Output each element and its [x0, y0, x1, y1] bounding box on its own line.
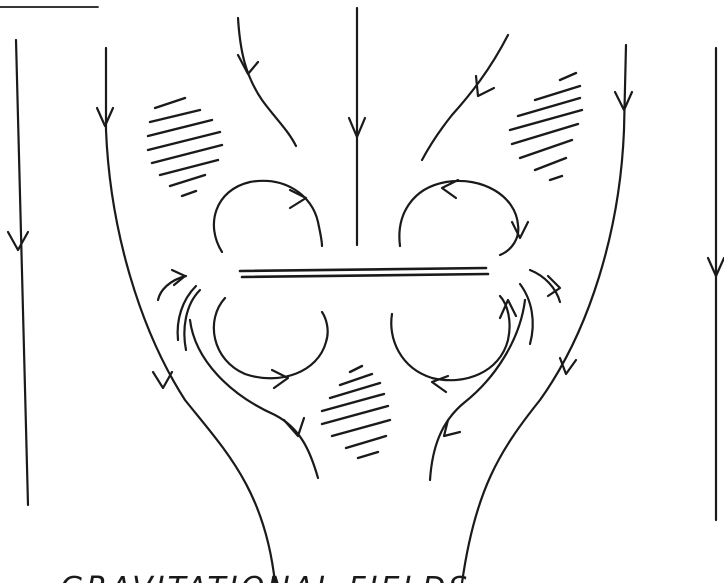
vortex-upper-right — [399, 180, 528, 255]
outer-field-line-right — [708, 48, 724, 520]
figure-caption: GRAVITATIONAL FIELDS — [60, 571, 470, 583]
hatched-region-upper-right — [510, 73, 582, 180]
down-arrow-icon — [560, 358, 576, 374]
central-field-line — [349, 8, 365, 245]
arrowhead-icon — [548, 276, 560, 296]
hatched-region-upper-left — [148, 98, 222, 196]
funnel-boundary-right — [462, 45, 632, 583]
down-arrow-icon — [284, 418, 304, 436]
central-plate — [240, 268, 488, 277]
inflow-line-upper-right — [422, 35, 508, 160]
down-arrow-icon — [615, 92, 632, 110]
down-arrow-icon — [444, 420, 460, 436]
arrowhead-icon — [512, 222, 528, 238]
outer-field-line-left — [8, 40, 28, 505]
down-arrow-icon — [8, 232, 28, 250]
inflow-line-upper-left — [238, 18, 296, 146]
vortex-lower-left — [214, 298, 328, 388]
vortex-lower-right — [391, 296, 516, 392]
vortex-upper-left — [214, 181, 322, 252]
down-arrow-icon — [476, 76, 494, 96]
hatched-region-lower-center — [322, 366, 390, 458]
